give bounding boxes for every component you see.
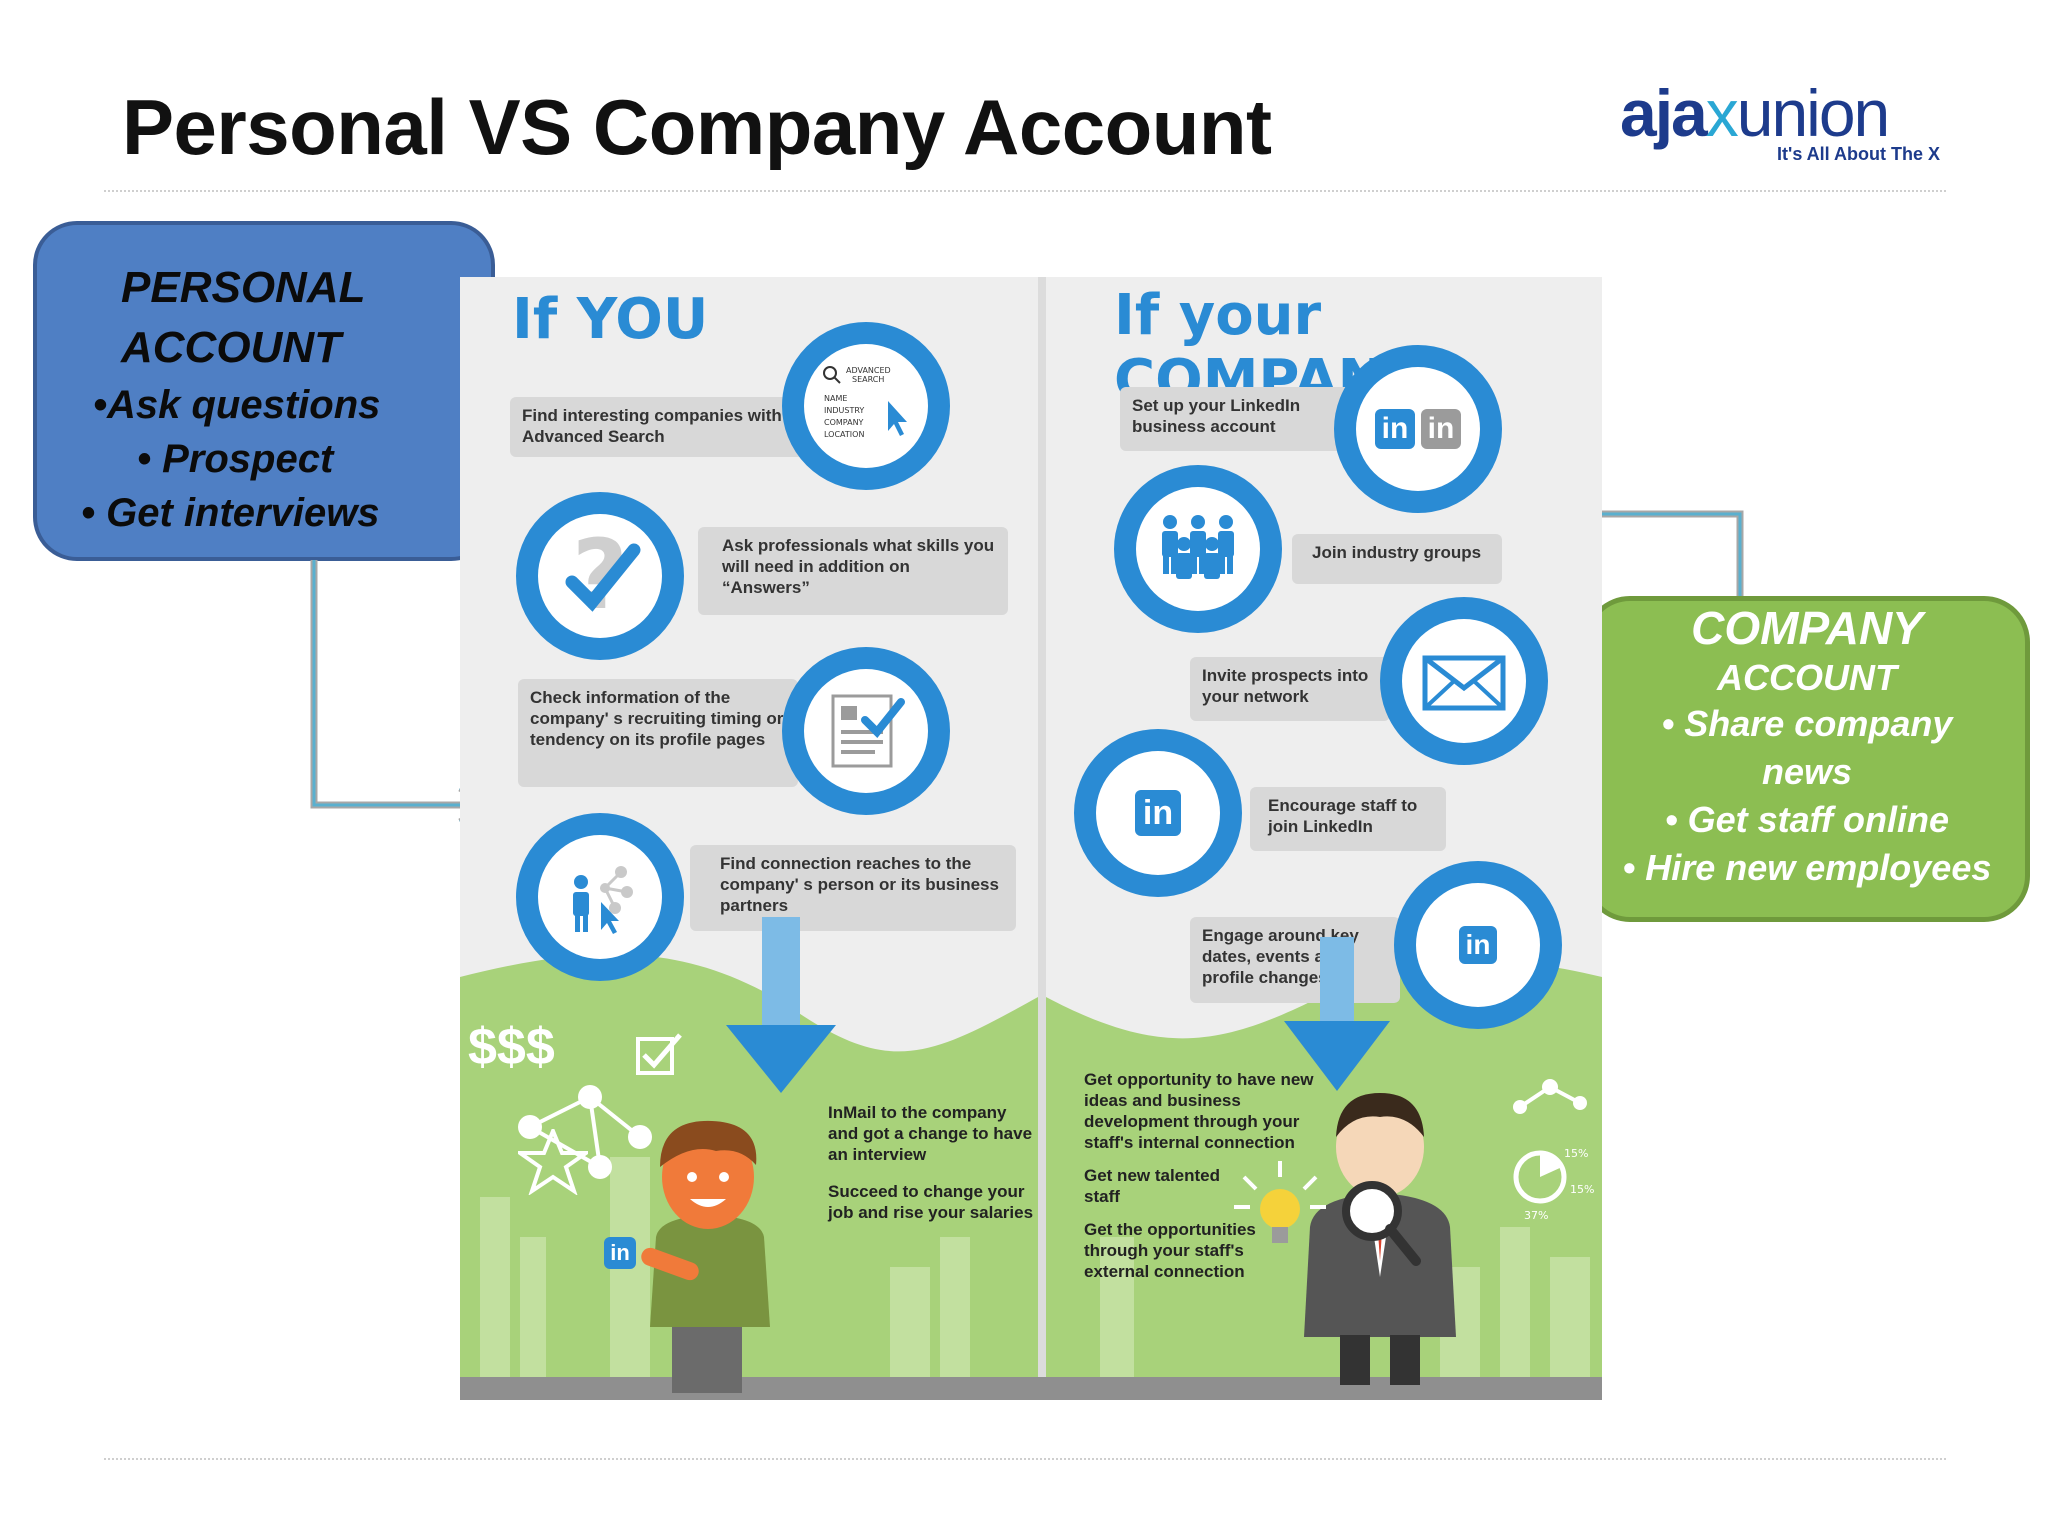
pie-label-3: 37% bbox=[1524, 1209, 1548, 1222]
people-group-icon bbox=[1136, 487, 1260, 611]
company-heading-line2: ACCOUNT bbox=[1717, 657, 1897, 698]
linkedin-account-circle: in in bbox=[1334, 345, 1502, 513]
connection-circle bbox=[516, 813, 684, 981]
linkedin-infographic: If YOU If your COMPANY Find interesting … bbox=[460, 277, 1602, 1400]
left-step-4: Find connection reaches to the company' … bbox=[690, 845, 1016, 931]
left-down-arrow bbox=[726, 917, 836, 1093]
search-form-icon: ADVANCED SEARCH NAME INDUSTRY COMPANY LO… bbox=[804, 344, 928, 468]
personal-heading-line1: PERSONAL bbox=[121, 263, 366, 312]
personal-item-interviews: • Get interviews bbox=[81, 491, 380, 535]
company-heading-line1: COMPANY bbox=[1691, 602, 1923, 654]
company-item-hire: • Hire new employees bbox=[1622, 847, 1992, 888]
svg-text:INDUSTRY: INDUSTRY bbox=[824, 406, 864, 415]
left-step-2: Ask professionals what skills you will n… bbox=[698, 527, 1008, 615]
right-step-2: Join industry groups bbox=[1292, 534, 1502, 584]
pie-chart-icon: 15% 15% 37% bbox=[1513, 1079, 1594, 1222]
svg-text:ADVANCED: ADVANCED bbox=[846, 366, 891, 375]
logo-brand-x: x bbox=[1705, 76, 1739, 150]
personal-item-prospect: • Prospect bbox=[137, 437, 334, 481]
linkedin-icon-gray: in bbox=[1421, 409, 1461, 449]
svg-text:COMPANY: COMPANY bbox=[824, 418, 864, 427]
question-check-icon: ? bbox=[538, 514, 662, 638]
company-item-staff: • Get staff online bbox=[1665, 799, 1949, 840]
linkedin-handshake-icon: in bbox=[1096, 751, 1220, 875]
checkbox-icon bbox=[636, 1033, 682, 1075]
profile-page-icon bbox=[804, 669, 928, 793]
logo-brand-right: union bbox=[1736, 76, 1890, 150]
pie-label-1: 15% bbox=[1564, 1147, 1588, 1160]
question-check-circle: ? bbox=[516, 492, 684, 660]
left-result-2: Succeed to change your job and rise your… bbox=[828, 1182, 1034, 1222]
person-network-icon bbox=[538, 835, 662, 959]
linkedin-icon: in bbox=[604, 1237, 636, 1269]
right-step-3: Invite prospects into your network bbox=[1190, 657, 1390, 721]
left-step-3: Check information of the company' s recr… bbox=[518, 679, 798, 787]
bottom-divider bbox=[104, 1458, 1946, 1460]
advanced-search-circle: ADVANCED SEARCH NAME INDUSTRY COMPANY LO… bbox=[782, 322, 950, 490]
linkedin-accounts-icon: in in bbox=[1356, 367, 1480, 491]
money-symbols: $$$ bbox=[468, 1018, 555, 1076]
personal-item-ask: •Ask questions bbox=[93, 383, 381, 427]
linkedin-icon: in bbox=[1375, 409, 1415, 449]
left-header: If YOU bbox=[512, 287, 709, 352]
envelope-icon bbox=[1402, 619, 1526, 743]
right-step-5: Engage around key dates, events and prof… bbox=[1190, 917, 1400, 1003]
company-account-box: COMPANY ACCOUNT • Share company news • G… bbox=[1584, 596, 2030, 922]
logo-brand-left: aja bbox=[1620, 76, 1708, 150]
panel-divider bbox=[1038, 277, 1046, 1400]
linkedin-icon: in bbox=[1459, 926, 1497, 964]
right-result-3: Get the opportunities through your staff… bbox=[1084, 1220, 1256, 1281]
lightbulb-icon bbox=[1234, 1161, 1326, 1243]
profile-page-circle bbox=[782, 647, 950, 815]
linkedin-small-badge: in bbox=[604, 1237, 636, 1269]
young-man-character bbox=[641, 1120, 770, 1393]
linkedin-icon: in bbox=[1135, 790, 1181, 836]
left-result-1: InMail to the company and got a change t… bbox=[828, 1103, 1033, 1164]
personal-account-box: PERSONAL ACCOUNT •Ask questions • Prospe… bbox=[33, 221, 495, 561]
right-down-arrow bbox=[1284, 937, 1390, 1091]
right-result-2: Get new talented staff bbox=[1084, 1166, 1221, 1206]
linkedin-refresh-icon: in bbox=[1416, 883, 1540, 1007]
company-item-news: news bbox=[1761, 751, 1853, 792]
star-badge-icon bbox=[518, 1129, 588, 1195]
businessman-character bbox=[1304, 1093, 1456, 1385]
network-nodes-icon bbox=[518, 1085, 652, 1179]
company-item-share: • Share company bbox=[1661, 703, 1953, 744]
pie-label-2: 15% bbox=[1570, 1183, 1594, 1196]
invite-circle bbox=[1380, 597, 1548, 765]
ajaxunion-logo: ajaxunion It's All About The X bbox=[1620, 78, 1940, 174]
right-step-4: Encourage staff to join LinkedIn bbox=[1250, 787, 1446, 851]
right-result-1: Get opportunity to have new ideas and bu… bbox=[1084, 1070, 1314, 1152]
logo-wordmark: ajaxunion bbox=[1620, 78, 1940, 148]
slide-title: Personal VS Company Account bbox=[122, 83, 1272, 171]
svg-text:SEARCH: SEARCH bbox=[852, 375, 884, 384]
engage-circle: in bbox=[1394, 861, 1562, 1029]
svg-text:LOCATION: LOCATION bbox=[824, 430, 864, 439]
top-divider bbox=[104, 190, 1946, 192]
logo-tagline: It's All About The X bbox=[1777, 144, 1940, 164]
encourage-staff-circle: in bbox=[1074, 729, 1242, 897]
personal-heading-line2: ACCOUNT bbox=[121, 323, 341, 372]
groups-circle bbox=[1114, 465, 1282, 633]
svg-text:NAME: NAME bbox=[824, 394, 847, 403]
